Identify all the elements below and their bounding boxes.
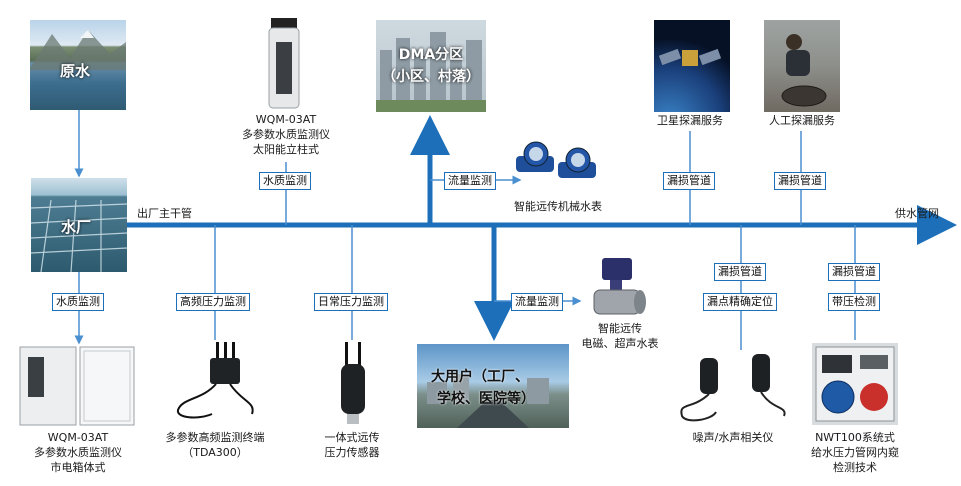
manual-detection-image: [764, 20, 840, 112]
bottom-flow-title-1: 智能远传: [598, 322, 642, 335]
noise-correlator-icon: [672, 350, 792, 424]
dma-zone-image: DMA分区 （小区、村落）: [376, 20, 486, 112]
top-wq-box: 水质监测: [259, 172, 311, 190]
bottom-leak1-title: 噪声/水声相关仪: [692, 431, 774, 444]
bottom-flow-box: 流量监测: [511, 293, 563, 311]
electromagnetic-meter-icon: [588, 252, 652, 320]
pressure-sensor-icon: [333, 340, 373, 426]
big-user-label-line1: 大用户（工厂、: [431, 369, 529, 385]
bottom-leak1-box-line1: 漏损管道: [714, 263, 766, 281]
bottom-leak2-box-line1: 漏损管道: [828, 263, 880, 281]
water-plant-image: 水厂: [31, 178, 127, 272]
water-plant-label: 水厂: [61, 218, 92, 236]
hf-terminal-icon: [172, 340, 258, 424]
top-flow-title: 智能远传机械水表: [514, 200, 602, 213]
raw-water-label: 原水: [60, 62, 91, 80]
road-icon: [427, 374, 549, 428]
top-leak1-box: 漏损管道: [663, 172, 715, 190]
bottom-leak2-title-2: 给水压力管网内窥: [811, 446, 899, 459]
bottom-leak1-box-line2: 漏点精确定位: [703, 293, 777, 311]
main-pipe-end-label: 供水管网: [895, 207, 939, 220]
dma-label-line2: （小区、村落）: [382, 69, 480, 85]
top-flow-box: 流量监测: [444, 172, 496, 190]
buildings-icon: [376, 32, 486, 112]
tank-icon: [31, 199, 127, 272]
bottom-wq-title-3: 市电箱体式: [50, 461, 106, 474]
bottom-wq-box: 水质监测: [52, 293, 104, 311]
cabinet-monitor-icon: [18, 345, 136, 427]
big-user-image: 大用户（工厂、 学校、医院等）: [417, 344, 569, 428]
inspection-system-image: [812, 343, 898, 425]
main-pipe-start-label: 出厂主干管: [137, 207, 192, 220]
raw-water-image: 原水: [30, 20, 126, 110]
top-leak2-box: 漏损管道: [774, 172, 826, 190]
bottom-hf-box: 高频压力监测: [176, 293, 250, 311]
worker-icon: [781, 34, 827, 107]
bottom-wq-title-2: 多参数水质监测仪: [34, 446, 122, 459]
solar-column-monitor-icon: [263, 18, 305, 110]
bottom-leak2-title-1: NWT100系统式: [815, 431, 895, 444]
bottom-leak2-box-line2: 带压检测: [828, 293, 880, 311]
top-leak1-title: 卫星探漏服务: [657, 114, 723, 127]
bottom-hf-title-2: （TDA300）: [182, 446, 248, 459]
bottom-daily-box: 日常压力监测: [314, 293, 388, 311]
equipment-rack-icon: [815, 346, 895, 422]
bottom-wq-title-1: WQM-03AT: [47, 431, 109, 444]
top-wq-title-2: 多参数水质监测仪: [242, 128, 330, 141]
dma-label-line1: DMA分区: [398, 47, 464, 63]
satellite-image: [654, 20, 730, 112]
bottom-hf-title-1: 多参数高频监测终端: [165, 431, 265, 444]
big-user-label-line2: 学校、医院等）: [437, 391, 535, 407]
mountain-icon: [30, 30, 126, 70]
bottom-daily-title-2: 压力传感器: [324, 446, 380, 459]
bottom-leak2-title-3: 检测技术: [833, 461, 877, 474]
top-wq-title-1: WQM-03AT: [255, 113, 317, 126]
bottom-flow-title-2: 电磁、超声水表: [581, 337, 659, 350]
bottom-daily-title-1: 一体式远传: [324, 431, 380, 444]
mechanical-meter-icon: [512, 138, 602, 190]
top-wq-title-3: 太阳能立柱式: [253, 143, 319, 156]
satellite-icon: [658, 48, 722, 66]
top-leak2-title: 人工探漏服务: [769, 114, 835, 127]
